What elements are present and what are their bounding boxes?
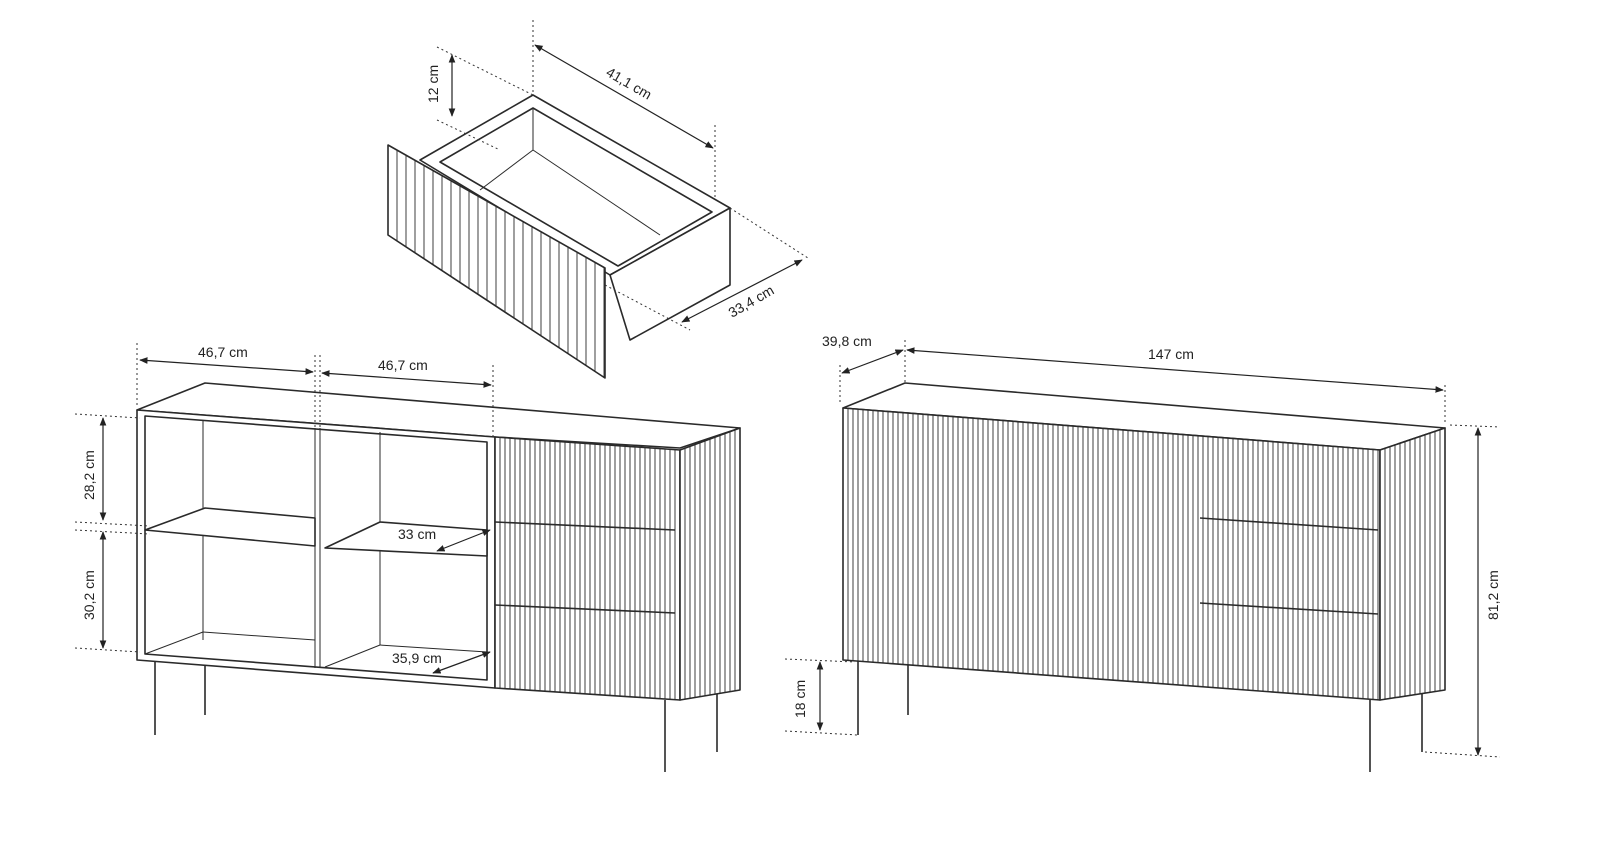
dim-right-compartment-width xyxy=(321,370,492,388)
dim-bottom-depth xyxy=(432,651,491,674)
label-width: 147 cm xyxy=(1148,346,1194,362)
closed-cabinet-illustration xyxy=(842,382,1446,772)
dim-shelf-depth xyxy=(436,529,491,552)
label-drawer-width: 33,4 cm xyxy=(726,282,777,321)
dim-width xyxy=(906,347,1444,393)
label-drawer-height: 12 cm xyxy=(425,65,441,103)
label-bottom-depth: 35,9 cm xyxy=(392,650,442,666)
drawer-illustration xyxy=(387,94,731,379)
label-lower-compartment-height: 30,2 cm xyxy=(81,570,97,620)
closed-cabinet-front xyxy=(842,407,1381,701)
label-left-compartment-width: 46,7 cm xyxy=(198,344,248,360)
open-cabinet-illustration xyxy=(136,382,741,772)
shelf-left xyxy=(144,507,316,547)
closed-cabinet-side xyxy=(1379,427,1446,701)
drawer-front-flutes xyxy=(396,150,605,378)
label-shelf-depth: 33 cm xyxy=(398,526,436,542)
drawer-side xyxy=(609,207,731,341)
open-cabinet-drawers xyxy=(494,436,681,701)
open-cabinet-flutes xyxy=(499,429,736,700)
label-drawer-depth: 41,1 cm xyxy=(604,64,655,103)
dim-left-compartment-width xyxy=(139,357,314,375)
label-height: 81,2 cm xyxy=(1485,570,1501,620)
label-right-compartment-width: 46,7 cm xyxy=(378,357,428,373)
closed-cabinet-flutes xyxy=(847,408,1441,700)
label-leg-height: 18 cm xyxy=(792,680,808,718)
dim-drawer-depth xyxy=(534,44,714,149)
drawer-inner xyxy=(439,107,713,267)
label-upper-compartment-height: 28,2 cm xyxy=(81,450,97,500)
dim-drawer-width xyxy=(681,259,803,323)
label-depth: 39,8 cm xyxy=(822,333,872,349)
dim-depth xyxy=(841,349,904,374)
